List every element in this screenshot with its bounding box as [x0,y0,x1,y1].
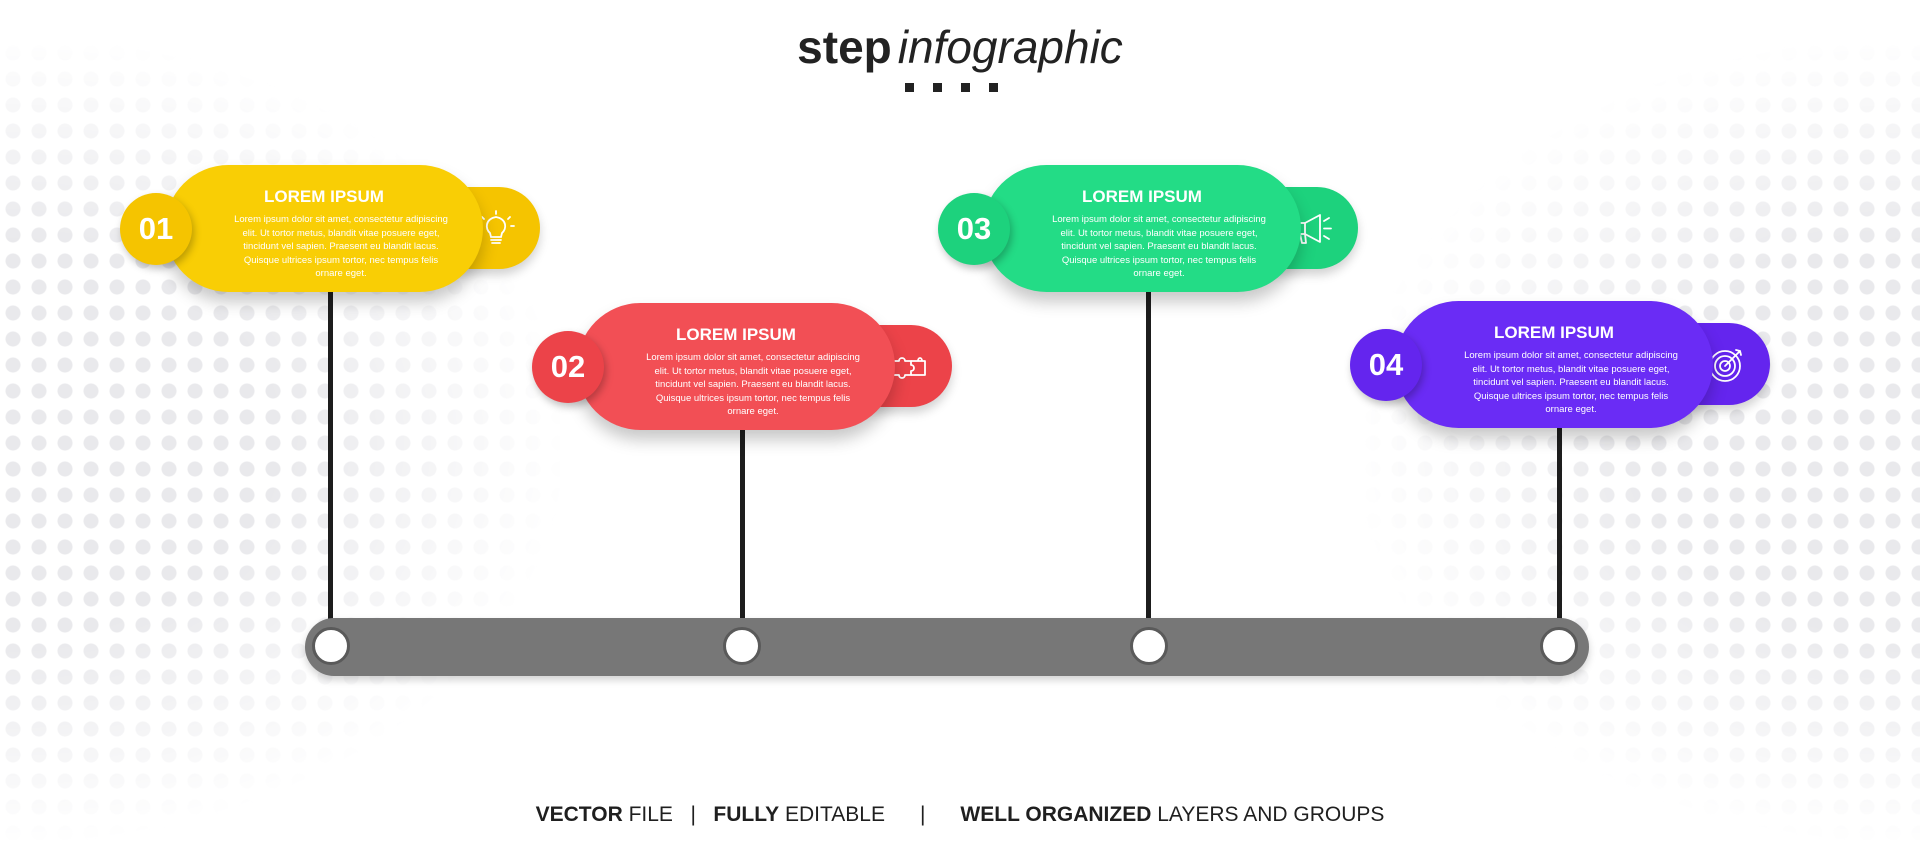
step-pill [983,165,1301,292]
halftone-dot-pattern-left [0,40,560,840]
step-heading: LOREM IPSUM [1494,323,1614,342]
timeline-node-1 [312,627,350,665]
footer-fully-bold: FULLY [713,803,780,826]
footer-vector-bold: VECTOR [535,803,623,826]
timeline-node-2 [723,627,761,665]
step-body-text: Lorem ipsum dolor sit amet, consectetur … [1052,214,1266,279]
step-card-3: 03 LOREM IPSUM Lorem ipsum dolor sit ame… [938,165,1358,295]
step-card-4: 04 LOREM IPSUM Lorem ipsum dolor sit ame… [1350,301,1770,431]
footer-separator-2: | [884,803,961,826]
title-italic: infographic [897,21,1123,73]
step-pill [1395,301,1713,428]
step-pill [165,165,483,292]
footer-organized-bold: WELL ORGANIZED [960,803,1152,826]
connector-stem-4 [1557,426,1562,620]
puzzle-icon [890,357,926,379]
step-number-badge: 04 [1350,329,1422,401]
title-dot-divider [905,83,998,92]
step-number-badge: 02 [532,331,604,403]
step-number-badge: 01 [120,193,192,265]
halftone-dot-pattern-right [1360,40,1920,840]
step-pill [577,303,895,430]
connector-stem-1 [328,290,333,620]
footer-fully-rest: EDITABLE [779,803,885,826]
connector-stem-2 [740,428,745,620]
step-card-1: 01 LOREM IPSUM Lorem ipsum dolor sit ame… [120,165,540,295]
connector-stem-3 [1146,290,1151,620]
timeline-node-3 [1130,627,1168,665]
timeline-node-4 [1540,627,1578,665]
footer-organized-rest: LAYERS AND GROUPS [1151,803,1385,826]
footer-caption: VECTOR FILE | FULLY EDITABLE | WELL ORGA… [0,803,1920,827]
step-heading: LOREM IPSUM [676,325,796,344]
footer-separator-1: | [672,803,714,826]
step-body-text: Lorem ipsum dolor sit amet, consectetur … [646,352,860,417]
step-body-text: Lorem ipsum dolor sit amet, consectetur … [1464,350,1678,415]
footer-vector-rest: FILE [622,803,673,826]
step-heading: LOREM IPSUM [264,187,384,206]
step-number-badge: 03 [938,193,1010,265]
step-body-text: Lorem ipsum dolor sit amet, consectetur … [234,214,448,279]
step-heading: LOREM IPSUM [1082,187,1202,206]
step-card-2: 02 LOREM IPSUM Lorem ipsum dolor sit ame… [532,303,952,433]
timeline-track [305,618,1589,676]
title-bold: step [797,21,892,73]
